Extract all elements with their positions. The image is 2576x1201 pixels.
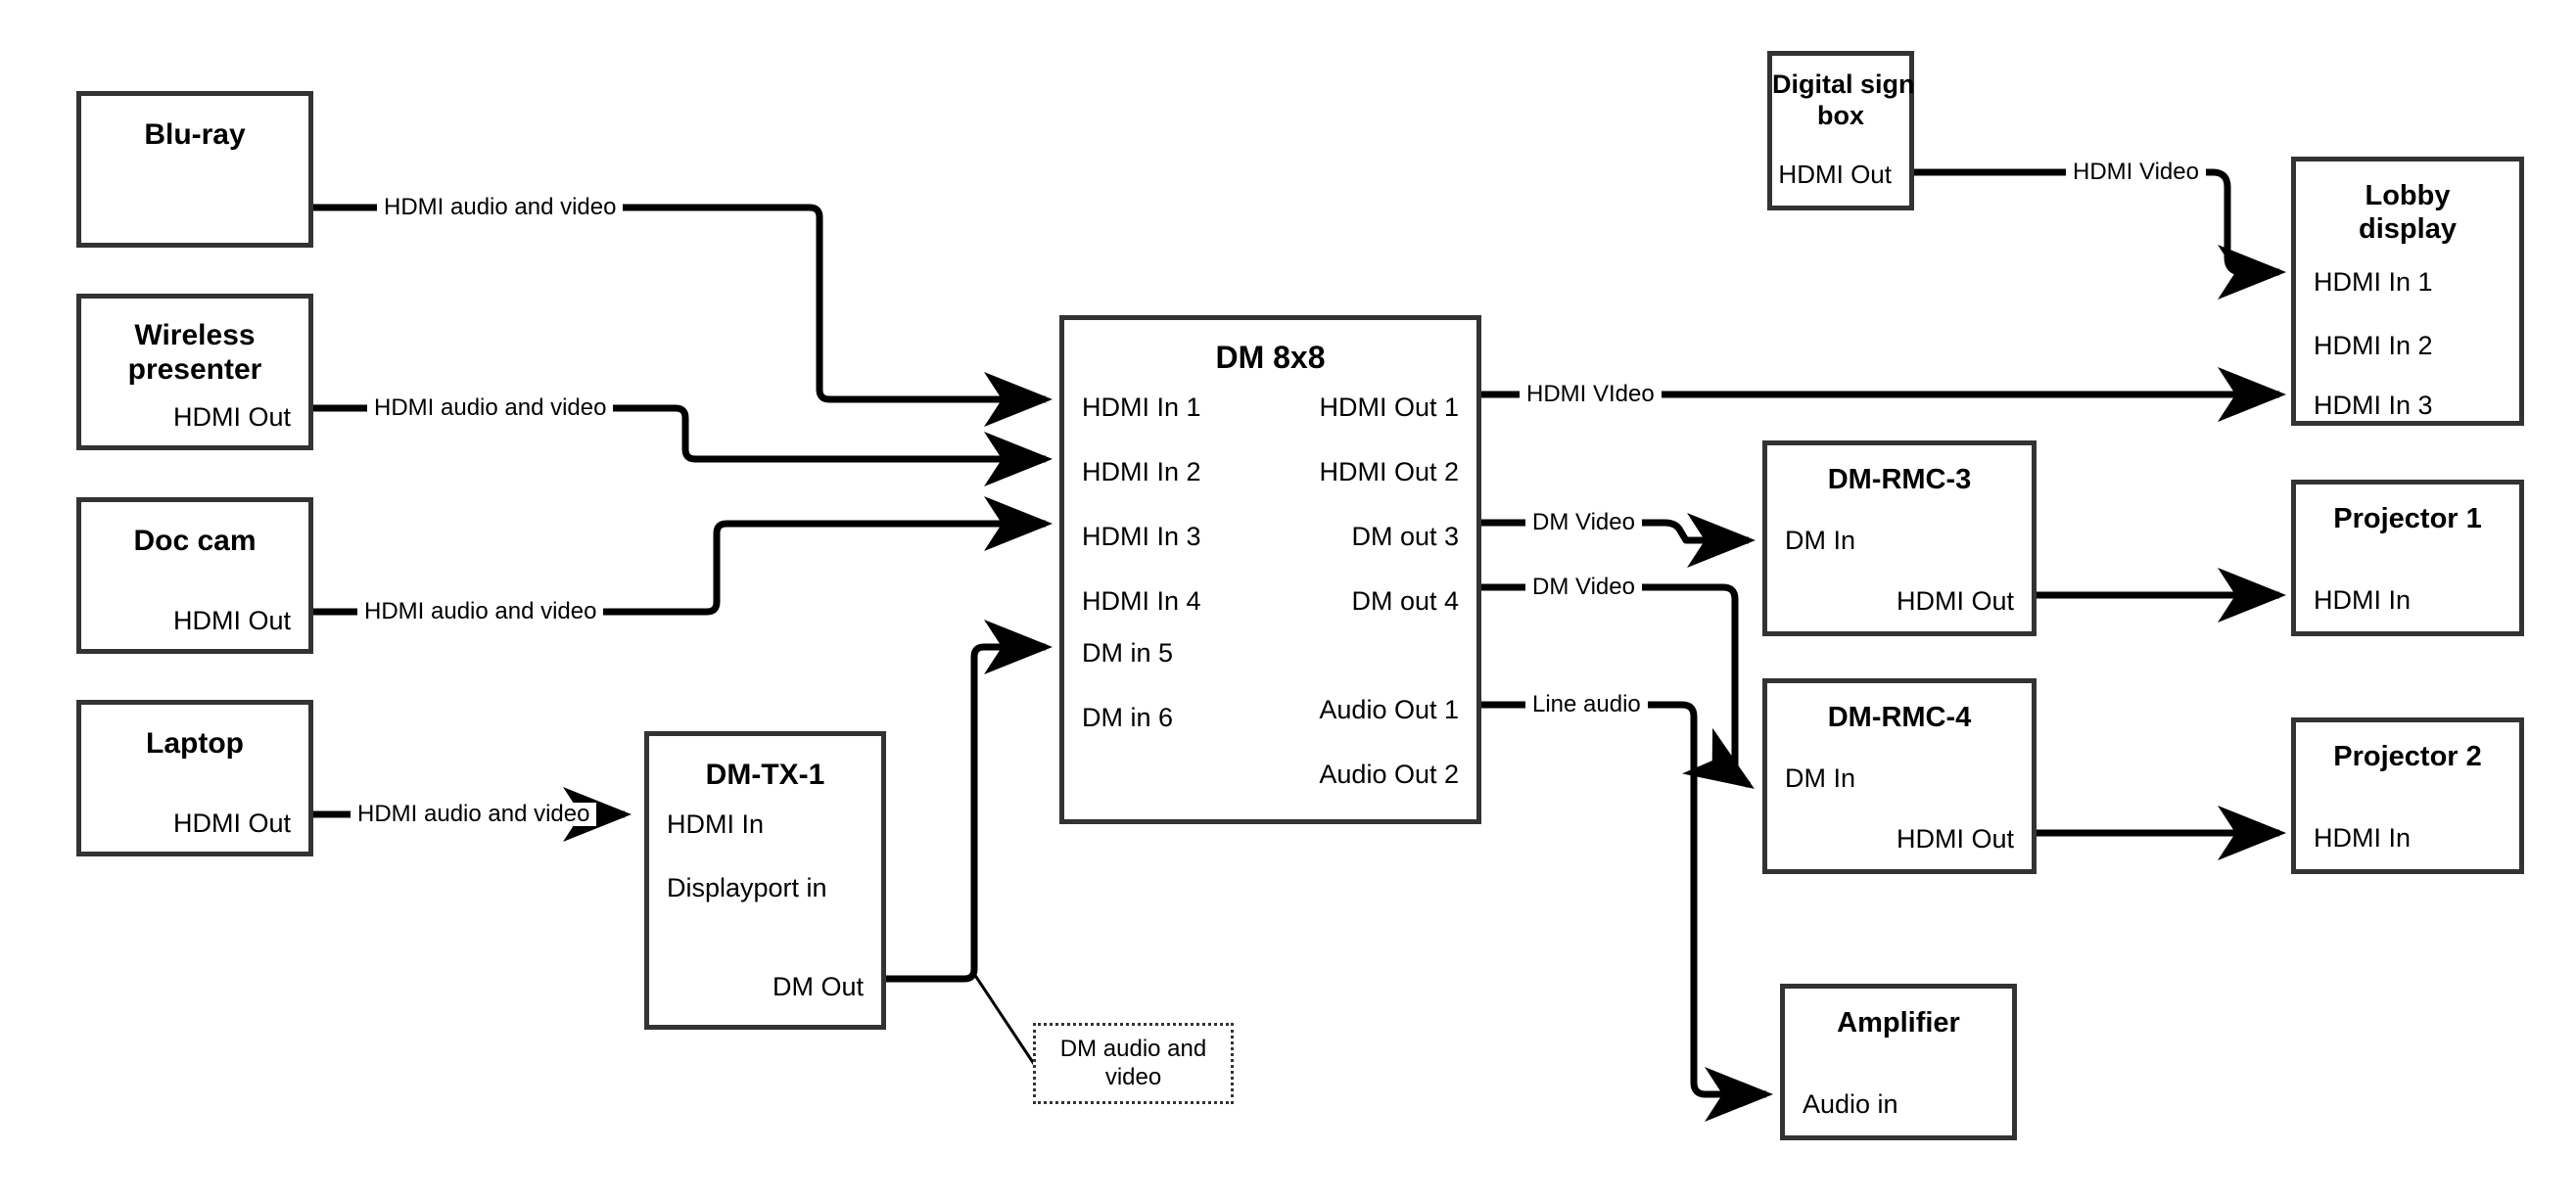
callout-dm-audio-and-video-text: DM audio and video xyxy=(1059,1035,1207,1090)
node-dm-tx-1-title: DM-TX-1 xyxy=(705,759,825,791)
node-bluray-title: Blu-ray xyxy=(144,118,246,151)
node-lobby-display[interactable]: Lobby display HDMI In 1 HDMI In 2 HDMI I… xyxy=(2291,157,2524,426)
node-dm-8x8-input-hdmi-in-2[interactable]: HDMI In 2 xyxy=(1082,457,1201,486)
wire-audioout1-to-amp xyxy=(1481,701,1773,1122)
node-doc-cam[interactable]: Doc cam HDMI Out xyxy=(76,497,313,654)
node-dm-8x8-input-hdmi-in-4[interactable]: HDMI In 4 xyxy=(1082,586,1201,616)
node-projector-2-port-hdmi-in[interactable]: HDMI In xyxy=(2314,823,2412,853)
wire-label-hdmiout1-to-lobby: HDMI VIdeo xyxy=(1520,383,1662,406)
node-dm-8x8[interactable]: DM 8x8 HDMI In 1 HDMI In 2 HDMI In 3 HDM… xyxy=(1059,315,1481,824)
node-projector-1-port-hdmi-in[interactable]: HDMI In xyxy=(2314,585,2412,615)
node-dm-rmc-4-title: DM-RMC-4 xyxy=(1827,702,1972,733)
node-dm-tx-1[interactable]: DM-TX-1 HDMI In Displayport in DM Out xyxy=(644,731,886,1030)
node-projector-1-title: Projector 1 xyxy=(2333,503,2482,534)
node-dm-8x8-output-dm-out-4[interactable]: DM out 4 xyxy=(1351,586,1459,616)
node-dm-8x8-title: DM 8x8 xyxy=(1215,340,1326,375)
node-projector-1[interactable]: Projector 1 HDMI In xyxy=(2291,480,2524,636)
wire-dmtx1-to-dm8x8 xyxy=(886,620,1053,983)
node-lobby-display-port-hdmi-in-2[interactable]: HDMI In 2 xyxy=(2314,331,2433,360)
node-wireless-presenter-title: Wireless presenter xyxy=(127,319,262,387)
wire-dmout4-to-rmc4 xyxy=(1481,583,1755,789)
node-wireless-presenter[interactable]: Wireless presenter HDMI Out xyxy=(76,294,313,450)
node-dm-8x8-output-hdmi-out-2[interactable]: HDMI Out 2 xyxy=(1319,457,1459,486)
node-dm-rmc-3-port-hdmi-out[interactable]: HDMI Out xyxy=(1896,586,2014,616)
wire-label-bluray-to-dm: HDMI audio and video xyxy=(377,196,624,219)
node-dm-tx-1-port-dm-out[interactable]: DM Out xyxy=(772,972,864,1001)
node-lobby-display-port-hdmi-in-3[interactable]: HDMI In 3 xyxy=(2314,391,2433,420)
wire-sign-to-lobby xyxy=(1914,168,2286,300)
node-dm-rmc-4[interactable]: DM-RMC-4 DM In HDMI Out xyxy=(1762,678,2037,874)
node-dm-8x8-input-dm-in-5[interactable]: DM in 5 xyxy=(1082,638,1174,668)
node-lobby-display-port-hdmi-in-1[interactable]: HDMI In 1 xyxy=(2314,267,2433,297)
node-dm-8x8-output-audio-out-2[interactable]: Audio Out 2 xyxy=(1319,760,1459,789)
wire-label-laptop-to-tx: HDMI audio and video xyxy=(351,803,597,826)
node-laptop[interactable]: Laptop HDMI Out xyxy=(76,700,313,856)
node-amplifier-port-audio-in[interactable]: Audio in xyxy=(1803,1089,1898,1119)
callout-leader-line xyxy=(972,973,1042,1074)
node-amplifier-title: Amplifier xyxy=(1837,1007,1960,1039)
node-doc-cam-title: Doc cam xyxy=(133,525,257,557)
wire-label-audioout1-to-amp: Line audio xyxy=(1525,693,1648,716)
node-bluray[interactable]: Blu-ray HDMI Out xyxy=(76,91,313,321)
wire-label-sign-to-lobby: HDMI Video xyxy=(2066,161,2206,184)
node-amplifier[interactable]: Amplifier Audio in xyxy=(1780,984,2017,1140)
node-digital-sign-box[interactable]: Digital sign box HDMI Out xyxy=(1767,51,1915,210)
node-projector-2[interactable]: Projector 2 HDMI In xyxy=(2291,717,2524,874)
node-digital-sign-box-title: Digital sign box xyxy=(1772,69,1915,130)
node-dm-rmc-4-port-hdmi-out[interactable]: HDMI Out xyxy=(1896,824,2014,854)
wire-label-dmout3-to-rmc3: DM Video xyxy=(1525,511,1642,534)
wire-label-wireless-to-dm: HDMI audio and video xyxy=(367,396,614,420)
node-wireless-presenter-port-hdmi-out[interactable]: HDMI Out xyxy=(172,402,291,432)
node-lobby-display-title: Lobby display xyxy=(2359,180,2457,246)
wire-label-doccam-to-dm: HDMI audio and video xyxy=(357,600,604,624)
node-dm-rmc-3[interactable]: DM-RMC-3 DM In HDMI Out xyxy=(1762,440,2037,636)
node-projector-2-title: Projector 2 xyxy=(2333,741,2482,772)
node-doc-cam-port-hdmi-out[interactable]: HDMI Out xyxy=(172,606,291,635)
node-digital-sign-box-port-hdmi-out[interactable]: HDMI Out xyxy=(1778,160,1892,189)
node-dm-rmc-3-title: DM-RMC-3 xyxy=(1827,464,1972,495)
node-dm-tx-1-port-hdmi-in[interactable]: HDMI In xyxy=(667,809,765,839)
wire-bluray-to-dm8x8 xyxy=(313,204,1053,427)
node-dm-rmc-3-port-dm-in[interactable]: DM In xyxy=(1785,526,1856,555)
node-dm-8x8-input-hdmi-in-1[interactable]: HDMI In 1 xyxy=(1082,393,1201,422)
node-laptop-title: Laptop xyxy=(146,727,244,760)
node-dm-8x8-input-hdmi-in-3[interactable]: HDMI In 3 xyxy=(1082,522,1201,551)
node-dm-8x8-output-dm-out-3[interactable]: DM out 3 xyxy=(1351,522,1459,551)
wire-label-dmout4-to-rmc4: DM Video xyxy=(1525,576,1642,599)
node-dm-8x8-output-hdmi-out-1[interactable]: HDMI Out 1 xyxy=(1319,393,1459,422)
callout-dm-audio-and-video: DM audio and video xyxy=(1033,1023,1234,1104)
node-dm-8x8-input-dm-in-6[interactable]: DM in 6 xyxy=(1082,703,1174,732)
node-dm-rmc-4-port-dm-in[interactable]: DM In xyxy=(1785,763,1856,793)
node-dm-tx-1-port-displayport-in[interactable]: Displayport in xyxy=(667,873,827,902)
node-laptop-port-hdmi-out[interactable]: HDMI Out xyxy=(172,808,291,838)
node-dm-8x8-output-audio-out-1[interactable]: Audio Out 1 xyxy=(1319,695,1459,724)
